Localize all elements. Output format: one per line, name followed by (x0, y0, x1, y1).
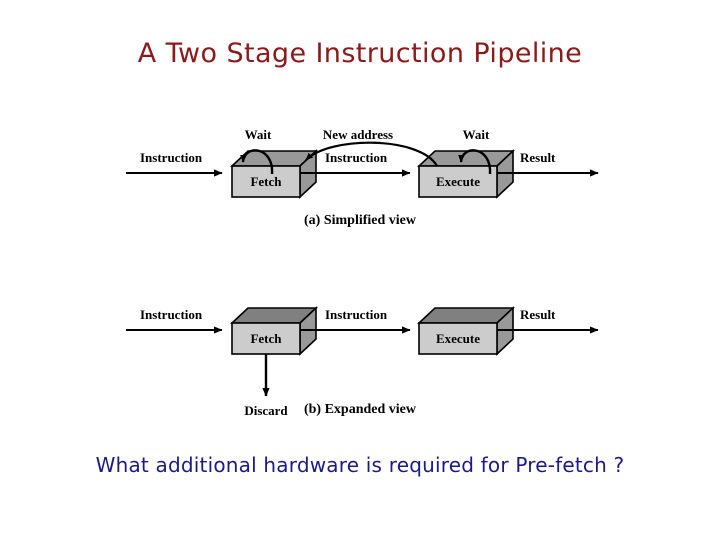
label-mid-instruction-b: Instruction (325, 307, 388, 322)
label-discard-b: Discard (244, 403, 288, 418)
label-new-address-b: New address (323, 127, 393, 142)
pipeline-figure: Instruction Fetch Instruction (0, 118, 720, 428)
caption-part-b: (b) Expanded view (304, 402, 417, 417)
label-input-instruction-b: Instruction (140, 307, 203, 322)
label-mid-instruction-a: Instruction (325, 150, 388, 165)
part-a-simplified-view: Instruction Fetch Instruction (126, 149, 599, 228)
box-fetch-a-label: Fetch (250, 174, 282, 189)
box-fetch-a-front (231, 165, 301, 198)
box-fetch-b-label: Fetch (250, 331, 282, 346)
arrow-new-address-b (305, 141, 438, 167)
box-execute-b-front (418, 322, 498, 355)
caption-part-a: (a) Simplified view (304, 213, 417, 228)
label-execute-wait-b: Wait (463, 127, 490, 142)
page-title: A Two Stage Instruction Pipeline (137, 38, 583, 69)
label-fetch-wait-b: Wait (245, 127, 272, 142)
box-execute-a-front (418, 165, 498, 198)
box-fetch-a: Fetch (229, 149, 319, 199)
arrow-execute-wait-loop-b (458, 149, 492, 175)
label-output-result-b: Result (520, 307, 556, 322)
box-execute-b-label: Execute (436, 331, 480, 346)
label-output-result-a: Result (520, 150, 556, 165)
part-b-expanded-view: Wait New address Wait Instruct (126, 127, 599, 418)
box-execute-a-label: Execute (436, 174, 480, 189)
box-fetch-b-front (231, 322, 301, 355)
label-input-instruction-a: Instruction (140, 150, 203, 165)
arrow-fetch-wait-loop-b (240, 149, 274, 175)
question-text: What additional hardware is required for… (95, 453, 625, 477)
